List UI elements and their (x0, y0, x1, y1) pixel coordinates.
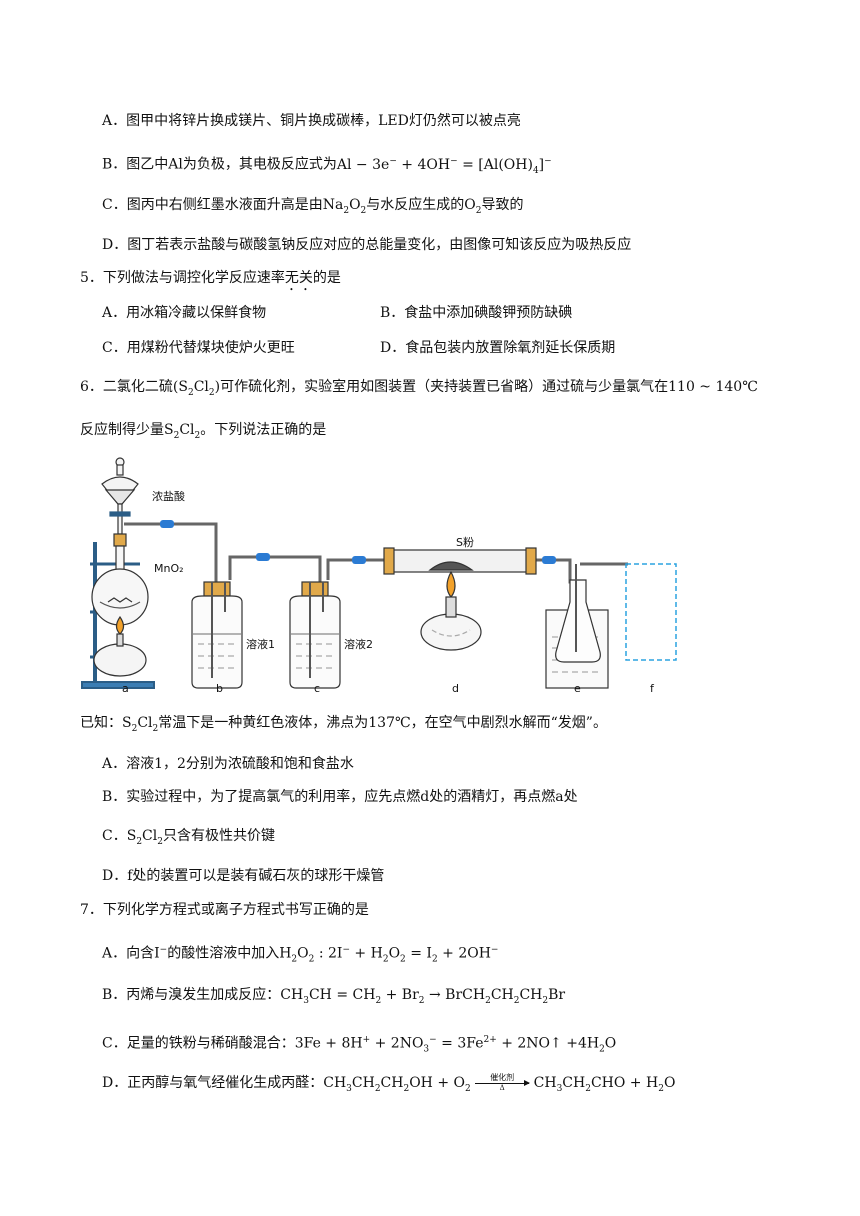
q4-option-b-text: B．图乙中Al为负极，其电极反应式为 (102, 156, 337, 173)
q6-option-d: D．f处的装置可以是装有碱石灰的球形干燥管 (102, 868, 385, 884)
burner-a (93, 615, 147, 677)
q6-option-a: A．溶液1，2分别为浓硫酸和饱和食盐水 (102, 756, 354, 772)
reaction-tube-d (383, 547, 537, 651)
label-mno2: MnO₂ (154, 562, 184, 575)
q4-option-b-equation: Al − 3e− + 4OH− = [Al(OH)4]− (336, 156, 552, 176)
label-sulfur-powder: S粉 (456, 536, 474, 549)
label-a: a (122, 682, 129, 695)
label-d: d (452, 682, 459, 695)
wash-bottle-b (191, 581, 243, 689)
q5-option-d: D．食品包装内放置除氧剂延长保质期 (380, 340, 616, 356)
label-e: e (574, 682, 581, 695)
q4-option-d: D．图丁若表示盐酸与碳酸氢钠反应对应的总能量变化，由图像可知该反应为吸热反应 (102, 237, 632, 253)
q6-option-c: C．S2Cl2只含有极性共价键 (102, 828, 275, 847)
round-flask (91, 533, 149, 626)
separatory-funnel (101, 457, 139, 535)
conical-flask-e (545, 564, 609, 689)
label-b: b (216, 682, 223, 695)
q7-option-a: A．向含I−的酸性溶液中加入H2O2 : 2I− + H2O2 = I2 + 2… (102, 945, 499, 965)
q4-option-b: B．图乙中Al为负极，其电极反应式为Al − 3e− + 4OH− = [Al(… (102, 151, 552, 180)
q6-option-b: B．实验过程中，为了提高氯气的利用率，应先点燃d处的酒精灯，再点燃a处 (102, 789, 578, 805)
q6-known: 已知：S2Cl2常温下是一种黄红色液体，沸点为137℃，在空气中剧烈水解而“发烟… (80, 715, 607, 734)
q6-stem-line1: 6．二氯化二硫(S2Cl2)可作硫化剂，实验室用如图装置（夹持装置已省略）通过硫… (80, 379, 758, 398)
placeholder-box-f (625, 563, 677, 661)
label-solution-2: 溶液2 (344, 637, 373, 651)
label-f: f (650, 682, 655, 695)
tube-clamps (160, 520, 556, 564)
q5-emphasis: 无关 (284, 270, 313, 286)
q5-stem: 5．下列做法与调控化学反应速率无关的是 (80, 270, 341, 286)
q5-option-c: C．用煤粉代替煤块使炉火更旺 (102, 340, 295, 356)
q4-option-c: C．图丙中右侧红墨水液面升高是由Na2O2与水反应生成的O2导致的 (102, 197, 524, 216)
wash-bottle-c (289, 581, 341, 689)
q5-option-a: A．用冰箱冷藏以保鲜食物 (102, 305, 267, 321)
q7-option-b: B．丙烯与溴发生加成反应：CH3CH = CH2 + Br2 → BrCH2CH… (102, 987, 566, 1006)
label-c: c (314, 682, 320, 695)
label-hcl: 浓盐酸 (152, 489, 185, 503)
q7-stem: 7．下列化学方程式或离子方程式书写正确的是 (80, 902, 369, 918)
q4-option-a: A．图甲中将锌片换成镁片、铜片换成碳棒，LED灯仍然可以被点亮 (102, 113, 521, 129)
q5-option-b: B．食盐中添加碘酸钾预防缺碘 (380, 305, 573, 321)
q7-option-c: C．足量的铁粉与稀硝酸混合：3Fe + 8H+ + 2NO3− = 3Fe2+ … (102, 1035, 617, 1055)
apparatus-diagram: 浓盐酸 MnO₂ 溶液1 溶液2 S粉 a b c d e f (81, 457, 677, 695)
q6-stem-line2: 反应制得少量S2Cl2。下列说法正确的是 (80, 422, 327, 441)
label-solution-1: 溶液1 (246, 637, 275, 651)
